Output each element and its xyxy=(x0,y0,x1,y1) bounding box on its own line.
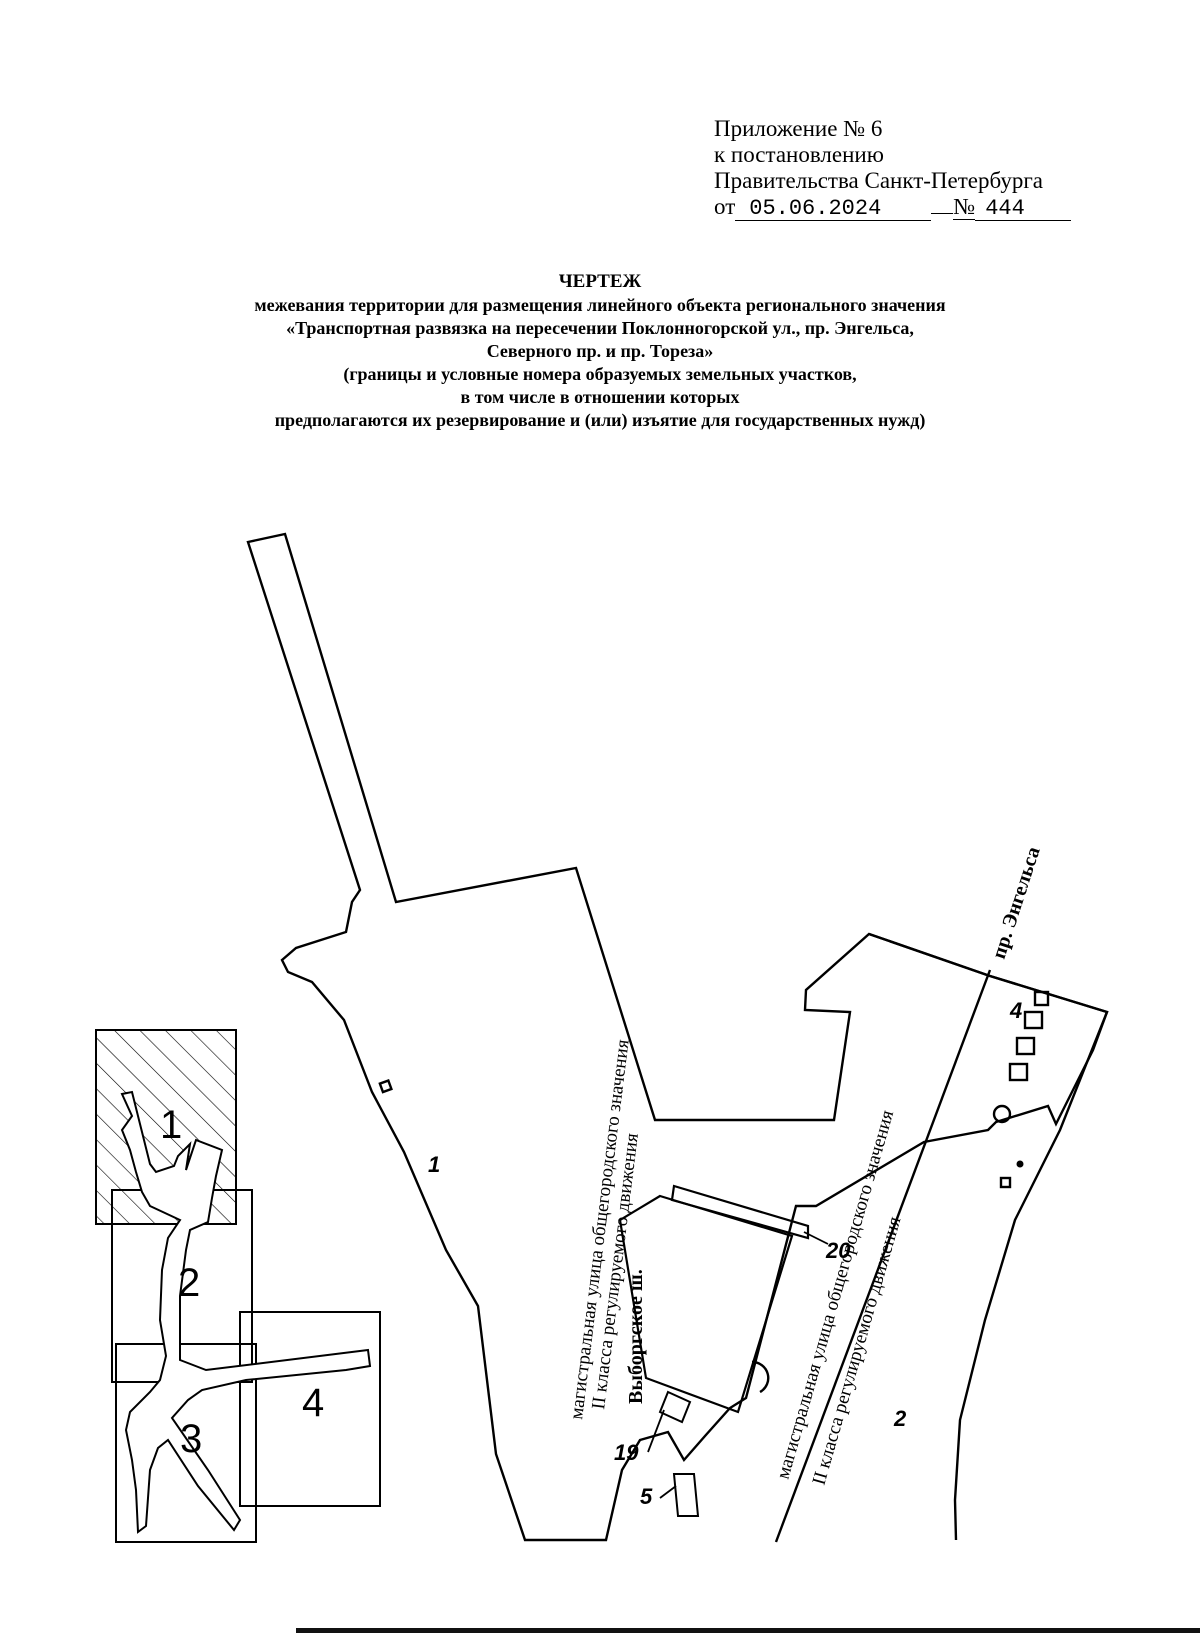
street-engelsa: пр. Энгельса xyxy=(988,844,1045,961)
index-sheet-4-label: 4 xyxy=(302,1381,324,1425)
structure-dot xyxy=(1016,1160,1024,1168)
index-sheet-3-frame xyxy=(115,1343,257,1543)
index-sheet-4-frame xyxy=(239,1311,381,1507)
leader-lines xyxy=(647,1231,829,1499)
parcel-label-1: 1 xyxy=(428,1152,440,1177)
index-outline xyxy=(120,1090,372,1534)
parcel-19-boundary xyxy=(658,1390,692,1424)
date-gap xyxy=(931,213,954,214)
small-structures xyxy=(378,990,1050,1189)
parcel-label-2: 2 xyxy=(893,1406,907,1431)
appendix-block: Приложение № 6 к постановлению Правитель… xyxy=(714,116,1074,221)
central-block-boundary xyxy=(618,1194,794,1414)
decree-number: 444 xyxy=(975,198,1072,221)
parcel-5-boundary xyxy=(672,1473,700,1517)
appendix-line-3: Правительства Санкт-Петербурга xyxy=(714,168,1043,193)
parcel-label-5: 5 xyxy=(640,1484,653,1509)
heading-line-2: «Транспортная развязка на пересечении По… xyxy=(286,318,914,338)
parcel-label-19: 19 xyxy=(614,1440,639,1465)
decree-date: 05.06.2024 xyxy=(735,198,932,221)
parcel-label-20: 20 xyxy=(825,1238,851,1263)
index-map: 1 2 3 4 xyxy=(95,1029,381,1543)
heading-line-3: Северного пр. и пр. Тореза» xyxy=(486,341,714,361)
heading-line-1: межевания территории для размещения лине… xyxy=(254,295,946,315)
parcel-label-4: 4 xyxy=(1009,998,1022,1023)
engelsa-axis xyxy=(774,969,992,1543)
appendix-line-2: к постановлению xyxy=(714,142,884,167)
index-sheet-1-label: 1 xyxy=(160,1103,182,1147)
page-edge-rule xyxy=(296,1628,1200,1633)
heading-title: ЧЕРТЕЖ xyxy=(558,271,642,292)
street-vyborgskoe: Выборгское ш. xyxy=(625,1269,647,1404)
heading-line-4: (границы и условные номера образуемых зе… xyxy=(343,364,857,384)
parcel-2-boundary xyxy=(868,932,1109,1541)
parcel-20-boundary xyxy=(670,1184,810,1240)
number-prefix: № xyxy=(953,194,976,220)
index-sheet-2-label: 2 xyxy=(178,1261,200,1305)
appendix-line-1: Приложение № 6 xyxy=(714,116,883,141)
heading-line-5: в том числе в отношении которых xyxy=(460,387,740,407)
index-sheet-3-label: 3 xyxy=(180,1417,202,1461)
date-prefix: от xyxy=(714,194,736,219)
arc-feature xyxy=(751,1360,770,1394)
heading-line-6: предполагаются их резервирование и (или)… xyxy=(274,410,926,430)
drawing-heading: ЧЕРТЕЖ межевания территории для размещен… xyxy=(120,270,1080,432)
